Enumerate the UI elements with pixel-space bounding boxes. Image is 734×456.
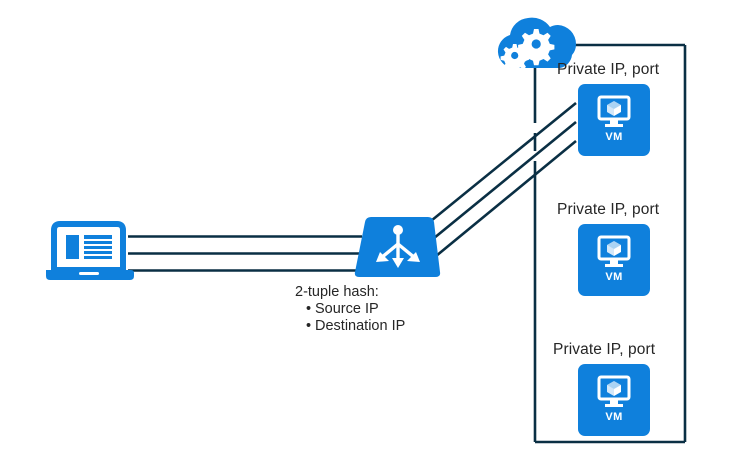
hash-annotation: 2-tuple hash: Source IP Destination IP: [295, 284, 405, 335]
cube-glyph: [607, 101, 621, 116]
hash-annotation-item: Source IP: [306, 301, 405, 318]
vm-endpoint-label: Private IP, port: [557, 61, 660, 78]
cloud-gears-icon: [497, 17, 577, 73]
laptop-icon: [46, 221, 134, 280]
vm-tile-label: VM: [605, 271, 623, 283]
vm-tile[interactable]: VM: [578, 84, 650, 156]
vm-tile[interactable]: VM: [578, 364, 650, 436]
vm-tile-label: VM: [605, 131, 623, 143]
vm-monitor-icon: [597, 375, 631, 407]
cube-glyph: [607, 241, 621, 256]
vm-tile[interactable]: VM: [578, 224, 650, 296]
lb-to-backend-links: [425, 101, 577, 263]
vm-monitor-icon: [597, 95, 631, 127]
vm-tile-label: VM: [605, 411, 623, 423]
client-to-lb-links: [128, 235, 362, 272]
vm-endpoint-label: Private IP, port: [557, 201, 660, 218]
cube-glyph: [607, 381, 621, 396]
vm-monitor-icon: [597, 235, 631, 267]
load-balancer-icon: [354, 217, 441, 277]
hash-annotation-title: 2-tuple hash:: [295, 284, 379, 300]
hash-annotation-item: Destination IP: [306, 318, 405, 335]
hash-annotation-list: Source IP Destination IP: [295, 301, 405, 335]
vm-endpoint-label: Private IP, port: [553, 341, 656, 358]
